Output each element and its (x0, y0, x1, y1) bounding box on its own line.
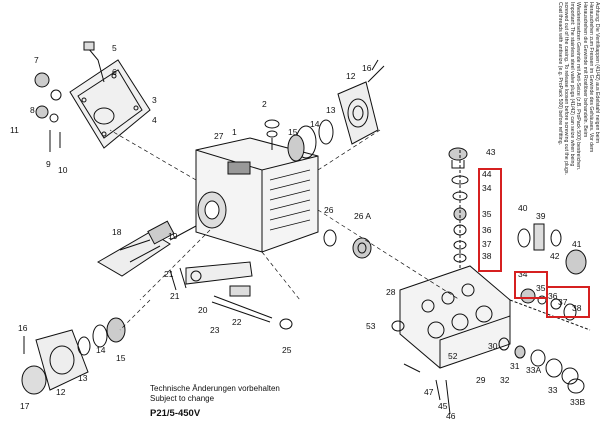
part-label-19: 19 (168, 231, 178, 241)
cover-plate-part-3 (69, 59, 151, 149)
crankcase-part-1 (195, 137, 319, 253)
part-label-53: 53 (366, 321, 376, 331)
part-label-4: 4 (152, 115, 157, 125)
crankshaft-part-18 (97, 220, 197, 277)
part-label-34: 34 (482, 183, 492, 193)
part-label-14-secondary: 14 (96, 345, 106, 355)
lower-cover-part-12 (35, 329, 89, 391)
part-label-18: 18 (112, 227, 122, 237)
manifold-part-29 (399, 265, 511, 369)
part-label-42: 42 (550, 251, 560, 261)
side-note-line: Herausdrehen die Gewinde mit Rostlöser b… (581, 2, 588, 138)
part-label-20: 20 (198, 305, 208, 315)
part-label-15-secondary: 15 (116, 353, 126, 363)
part-label-39: 39 (536, 211, 546, 221)
note-english: Subject to change (150, 394, 215, 403)
part-label-35-secondary: 35 (536, 283, 546, 293)
part-label-2: 2 (262, 99, 267, 109)
part-label-33a: 33A (526, 365, 542, 375)
part-label-32: 32 (500, 375, 510, 385)
note-german: Technische Änderungen vorbehalten (150, 384, 280, 393)
part-label-33b: 33B (570, 397, 586, 407)
part-label-46: 46 (446, 411, 456, 421)
part-label-8: 8 (30, 105, 35, 115)
bearing-cover-part-12 (337, 81, 379, 145)
part-label-52: 52 (448, 351, 458, 361)
part-label-38-secondary: 38 (572, 303, 582, 313)
part-label-11: 11 (10, 125, 19, 135)
part-label-1: 1 (232, 127, 237, 137)
part-label-5: 5 (112, 43, 117, 53)
part-label-26a: 26 A (354, 211, 372, 221)
part-label-30: 30 (488, 341, 498, 351)
highlight-box-valve-stack (478, 168, 502, 272)
side-note-line: screwed out of the casing. To release lo… (562, 2, 569, 175)
part-label-14: 14 (310, 119, 320, 129)
part-label-26: 26 (324, 205, 334, 215)
part-label-31: 31 (510, 361, 520, 371)
side-note-line: Achtung: Die Ventilkappen (41/42) aus Ed… (594, 2, 600, 144)
highlight-box-valve-34-35 (514, 271, 548, 299)
part-label-21-secondary: 21 (164, 269, 174, 279)
part-label-15: 15 (288, 127, 298, 137)
side-note: Achtung: Die Ventilkappen (41/42) aus Ed… (452, 2, 600, 175)
highlight-box-valve-36-38 (546, 286, 590, 318)
part-label-9: 9 (46, 159, 51, 169)
part-label-12: 12 (346, 71, 356, 81)
part-label-27: 27 (214, 131, 224, 141)
part-label-16-secondary: 16 (18, 323, 28, 333)
part-label-38: 38 (482, 251, 492, 261)
part-label-25: 25 (282, 345, 292, 355)
part-label-13: 13 (326, 105, 336, 115)
part-label-7: 7 (34, 55, 39, 65)
part-label-12-secondary: 12 (56, 387, 66, 397)
plug-part-11 (35, 105, 49, 119)
part-label-10: 10 (58, 165, 68, 175)
part-label-21: 21 (170, 291, 180, 301)
part-label-45: 45 (438, 401, 448, 411)
part-label-16: 16 (362, 63, 372, 73)
part-label-41: 41 (572, 239, 582, 249)
part-label-36-secondary: 36 (548, 291, 558, 301)
part-label-22: 22 (232, 317, 242, 327)
part-label-6: 6 (112, 67, 117, 77)
side-note-line: Coat threads with antiseize (e.g. ProPac… (556, 2, 563, 146)
plug-part-7 (34, 72, 50, 88)
model-number: P21/5-450V (150, 408, 201, 419)
part-label-3: 3 (152, 95, 157, 105)
part-label-36: 36 (482, 225, 492, 235)
part-label-28: 28 (386, 287, 396, 297)
part-label-29: 29 (476, 375, 486, 385)
part-label-17: 17 (20, 401, 30, 411)
part-label-33: 33 (548, 385, 558, 395)
part-label-23: 23 (210, 325, 220, 335)
side-note-line: Wiedereinsetzen Gewinde mit Anti-Seize (… (575, 2, 582, 171)
part-label-44: 44 (482, 169, 492, 179)
part-label-40: 40 (518, 203, 528, 213)
part-label-47: 47 (424, 387, 434, 397)
side-note-line: Herausdrehen zum Fressen im Gewinde des … (587, 2, 594, 153)
part-label-35: 35 (482, 209, 492, 219)
part-label-37-secondary: 37 (558, 297, 568, 307)
dipstick-part-5 (87, 47, 105, 83)
part-label-37: 37 (482, 239, 492, 249)
part-label-34-secondary: 34 (518, 269, 528, 279)
conrod-part-20 (185, 261, 253, 285)
side-note-line: Important: The stainless steel valve plu… (569, 2, 576, 167)
part-label-43: 43 (486, 147, 496, 157)
part-label-13-secondary: 13 (78, 373, 88, 383)
